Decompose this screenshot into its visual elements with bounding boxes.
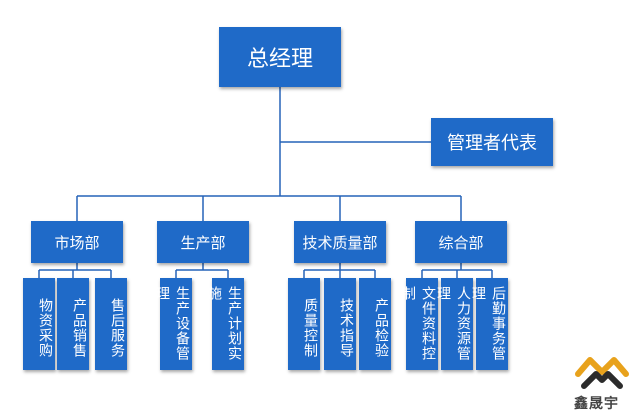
dept-market: 市场部 [31,221,123,263]
sub-production-equipment: 生产设备管理 [154,278,192,370]
sub-tq-inspection: 产品检验 [359,278,391,370]
dept-general: 综合部 [415,221,507,263]
dept-production: 生产部 [157,221,249,263]
dept-tech-quality: 技术质量部 [294,221,386,263]
logo-text: 鑫晟宇 [574,396,619,412]
sub-general-documents: 文件资料控制 [400,278,438,370]
representative-box: 管理者代表 [431,118,553,166]
sub-market-sales: 产品销售 [57,278,89,370]
logo-icon [575,357,629,389]
sub-market-aftersales: 售后服务 [95,278,127,370]
sub-general-hr: 人力资源管理 [435,278,473,370]
ceo-box: 总经理 [219,27,341,87]
sub-general-logistics: 后勤事务管理 [470,278,508,370]
sub-market-procurement: 物资采购 [23,278,55,370]
sub-tq-quality-control: 质量控制 [288,278,320,370]
sub-tq-tech-guidance: 技术指导 [324,278,356,370]
sub-production-planning: 生产计划实施 [206,278,244,370]
